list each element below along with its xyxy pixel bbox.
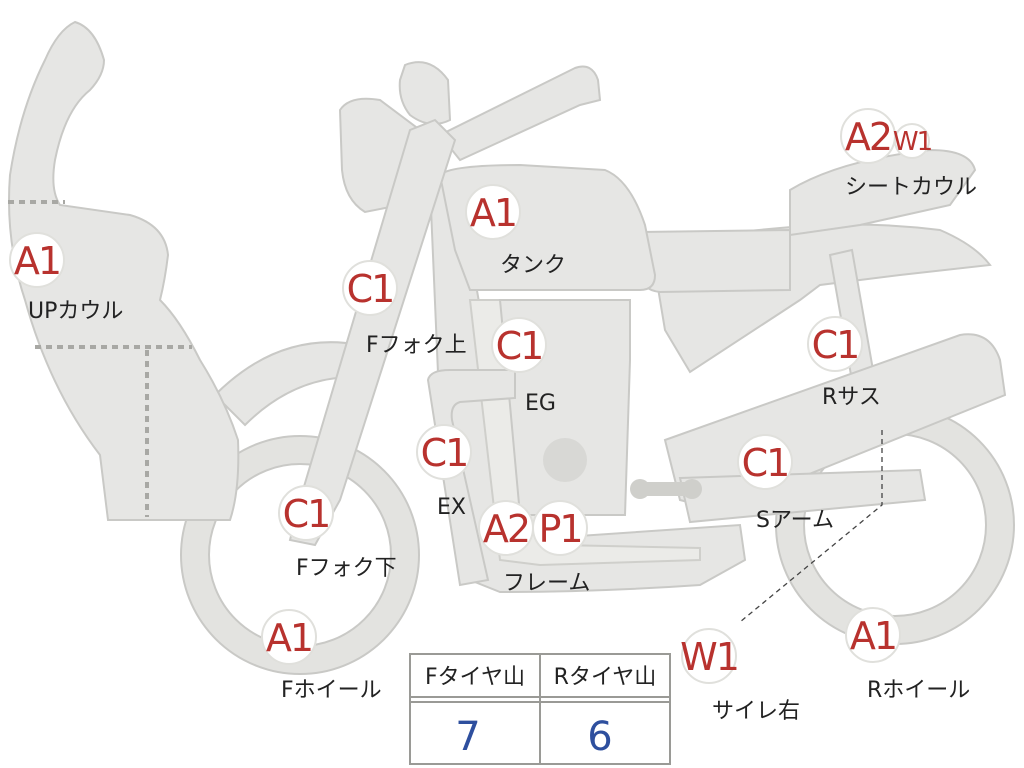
engine-cover-shape xyxy=(543,438,587,482)
code-fwheel: A1 xyxy=(266,616,312,660)
badge-upcowl[interactable]: A1 xyxy=(9,232,65,288)
code-sidewall-right: W1 xyxy=(680,635,738,679)
code-rwheel: A1 xyxy=(850,614,896,658)
label-sidewall-right: サイレ右 xyxy=(712,699,800,724)
upper-cowl-shape xyxy=(8,20,240,521)
badge-ffork-upper[interactable]: C1 xyxy=(342,260,398,316)
part-labels: UPカウル タンク シートカウル Fフォク上 EG Rサス EX Sアーム Fフ… xyxy=(28,175,977,724)
label-frame: フレーム xyxy=(503,571,590,596)
sidewall-leader-line xyxy=(739,430,883,623)
badge-rsus[interactable]: C1 xyxy=(807,316,863,372)
label-sarm: Sアーム xyxy=(756,508,834,533)
label-upcowl: UPカウル xyxy=(28,299,123,324)
code-tank: A1 xyxy=(470,191,516,235)
badge-ex[interactable]: C1 xyxy=(416,424,472,480)
badge-sidewall-right[interactable]: W1 xyxy=(680,628,740,684)
badge-seatcowl[interactable]: A2 W1 xyxy=(840,108,934,164)
label-rwheel: Rホイール xyxy=(867,678,970,703)
badge-frame[interactable]: A2 P1 xyxy=(478,500,588,556)
badge-fwheel[interactable]: A1 xyxy=(261,609,317,665)
value-rear-tire[interactable]: 6 xyxy=(587,714,612,760)
header-rear-tire: Rタイヤ山 xyxy=(554,665,657,690)
exhaust-shape xyxy=(426,369,516,587)
code-eg: C1 xyxy=(496,324,543,368)
mirror-shape xyxy=(398,61,452,125)
label-ex: EX xyxy=(437,495,466,520)
code-frame-a: A2 xyxy=(483,507,529,551)
chain-guard-shape xyxy=(678,468,927,524)
badge-tank[interactable]: A1 xyxy=(465,184,521,240)
badge-eg[interactable]: C1 xyxy=(491,317,547,373)
badge-ffork-lower[interactable]: C1 xyxy=(278,485,334,541)
code-seatcowl-w: W1 xyxy=(893,127,932,157)
seat-cowl-shape xyxy=(789,148,977,237)
code-sarm: C1 xyxy=(742,441,789,485)
label-ffork-lower: Fフォク下 xyxy=(296,556,397,581)
code-ex: C1 xyxy=(421,431,468,475)
label-ffork-upper: Fフォク上 xyxy=(366,333,467,358)
header-front-tire: Fタイヤ山 xyxy=(425,665,525,690)
label-seatcowl: シートカウル xyxy=(845,175,977,200)
code-badges: A1 A1 A2 W1 C1 C1 C1 C1 C1 xyxy=(9,108,934,684)
label-rsus: Rサス xyxy=(822,385,881,410)
code-frame-p: P1 xyxy=(538,507,581,551)
seat-shape xyxy=(639,228,791,294)
value-front-tire[interactable]: 7 xyxy=(455,714,480,760)
tire-tread-table: Fタイヤ山 Rタイヤ山 7 6 xyxy=(409,653,671,765)
label-tank: タンク xyxy=(500,253,566,278)
code-ffork-lower: C1 xyxy=(283,492,330,536)
badge-rwheel[interactable]: A1 xyxy=(845,607,901,663)
code-upcowl: A1 xyxy=(14,239,60,283)
label-eg: EG xyxy=(525,391,556,416)
badge-sarm[interactable]: C1 xyxy=(737,434,793,490)
handlebar-shape xyxy=(438,65,602,162)
label-fwheel: Fホイール xyxy=(281,678,382,703)
footpeg-shape xyxy=(630,479,702,499)
code-seatcowl-a: A2 xyxy=(845,115,891,159)
code-ffork-upper: C1 xyxy=(347,267,394,311)
code-rsus: C1 xyxy=(812,323,859,367)
